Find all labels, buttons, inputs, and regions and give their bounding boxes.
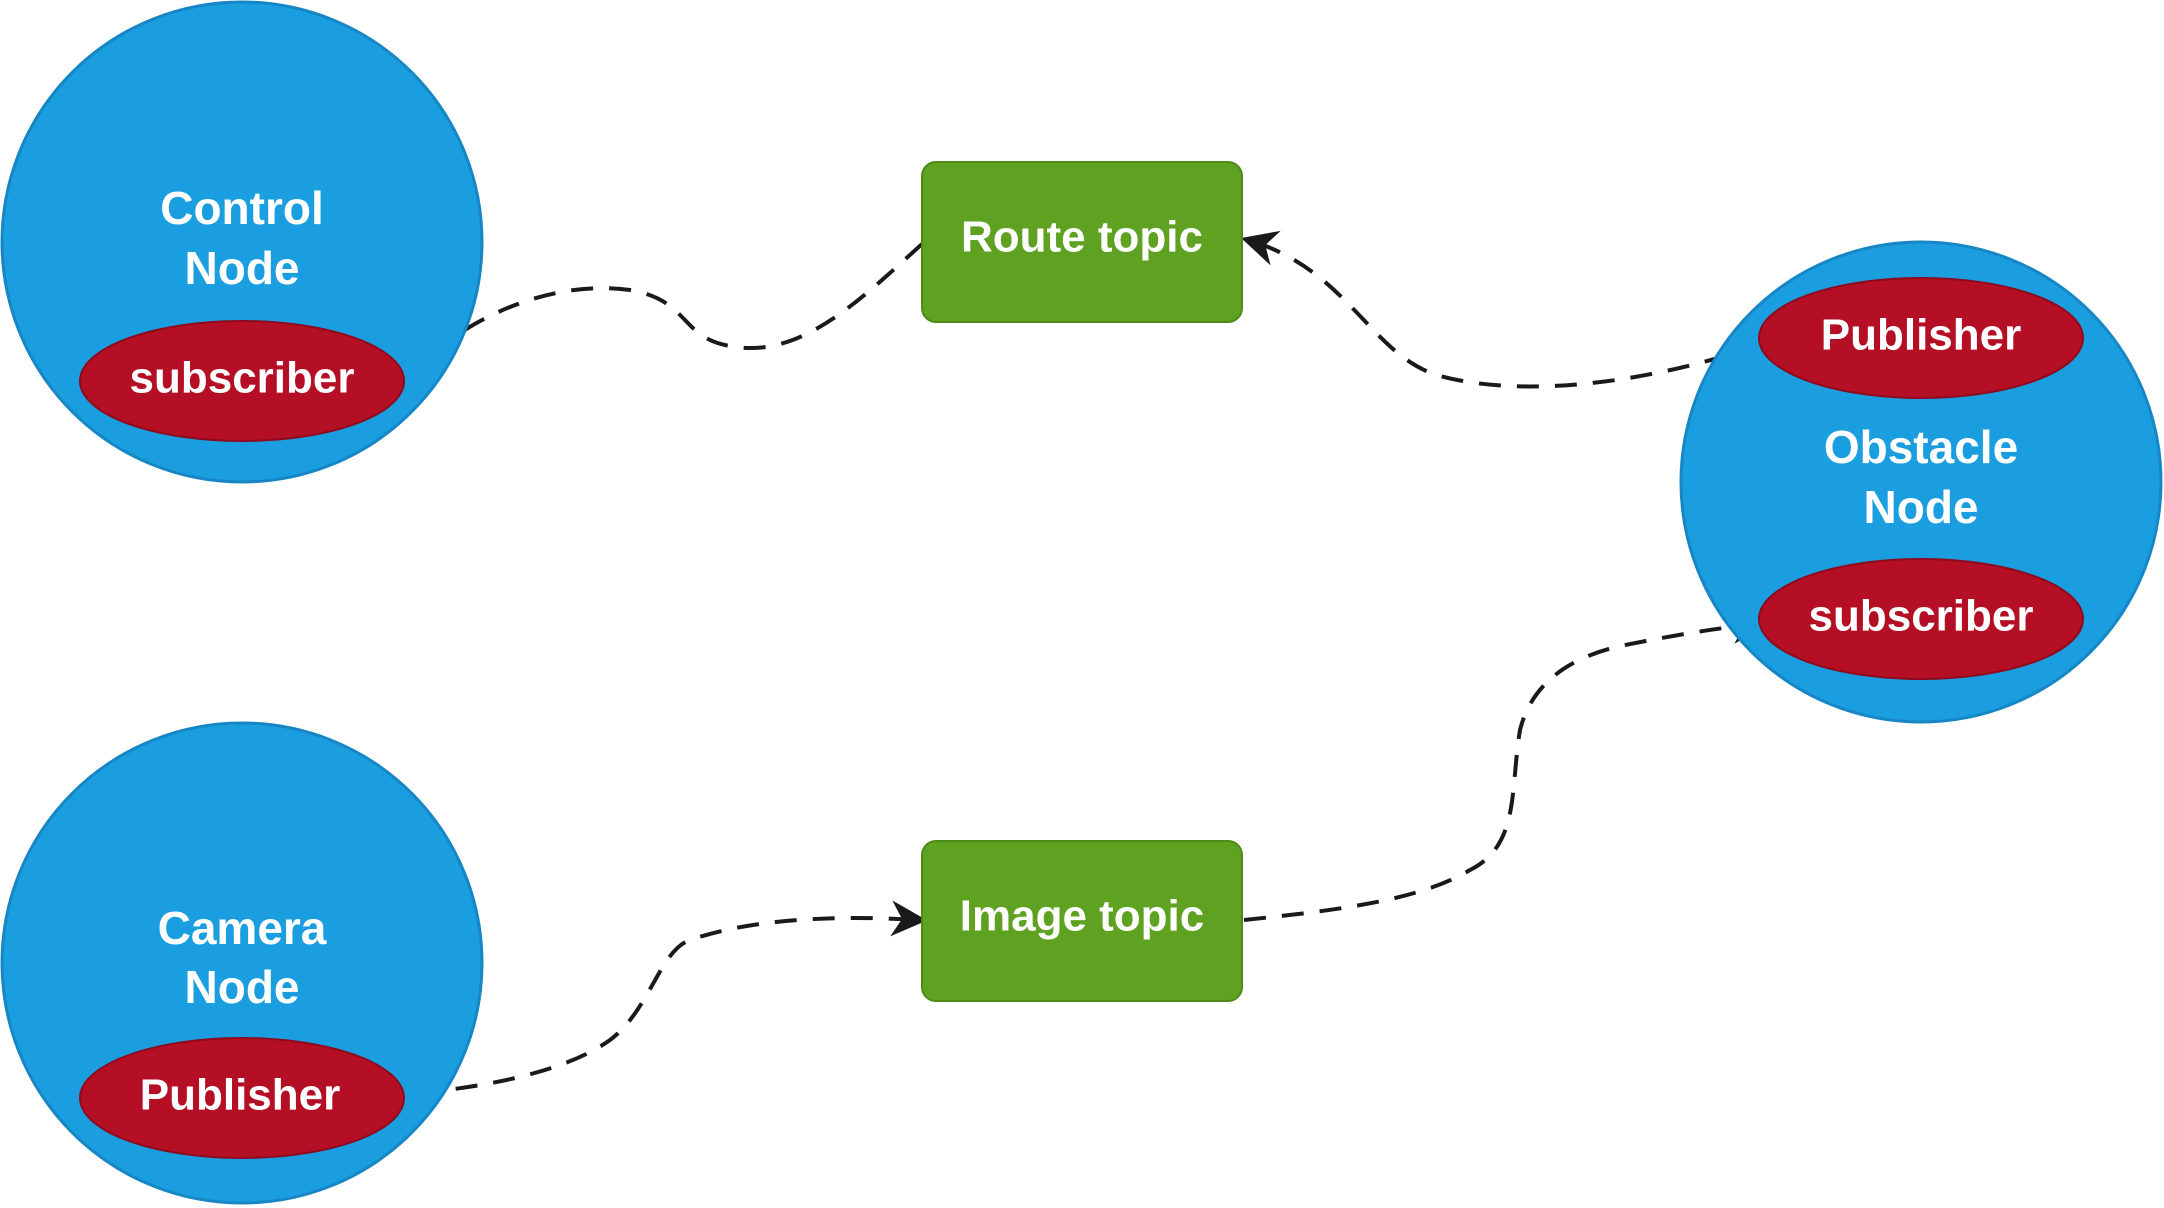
camera-node-title-line1: Camera	[158, 902, 327, 954]
obstacle-node-publisher-label: Publisher	[1821, 311, 2022, 360]
control-node-title-line2: Node	[185, 242, 300, 294]
control-node[interactable]: Control Node subscriber	[0, 0, 484, 484]
control-node-subscriber-label: subscriber	[130, 354, 355, 403]
camera-node-publisher-label: Publisher	[140, 1071, 341, 1120]
obstacle-node-subscriber[interactable]: subscriber	[1758, 558, 2084, 680]
obstacle-node-title-line1: Obstacle	[1824, 421, 2018, 473]
control-node-title-line1: Control	[160, 182, 324, 234]
route-topic-label: Route topic	[961, 213, 1203, 262]
obstacle-node-publisher[interactable]: Publisher	[1758, 277, 2084, 399]
control-node-subscriber[interactable]: subscriber	[79, 320, 405, 442]
camera-node[interactable]: Camera Node Publisher	[0, 721, 484, 1205]
edge-camera-to-image	[341, 900, 928, 1100]
obstacle-node-subscriber-label: subscriber	[1809, 592, 2034, 641]
edge-image-to-obstacle-subscriber	[1243, 607, 1770, 922]
obstacle-node-title-line2: Node	[1864, 481, 1979, 533]
obstacle-node[interactable]: Publisher Obstacle Node subscriber	[1679, 240, 2163, 724]
camera-node-publisher[interactable]: Publisher	[79, 1037, 405, 1159]
route-topic[interactable]: Route topic	[921, 161, 1243, 323]
image-topic-label: Image topic	[960, 892, 1205, 941]
image-topic[interactable]: Image topic	[921, 840, 1243, 1002]
edge-obstacle-publisher-to-route	[1241, 230, 1763, 389]
edge-route-to-control	[401, 242, 924, 384]
camera-node-title-line2: Node	[185, 961, 300, 1013]
